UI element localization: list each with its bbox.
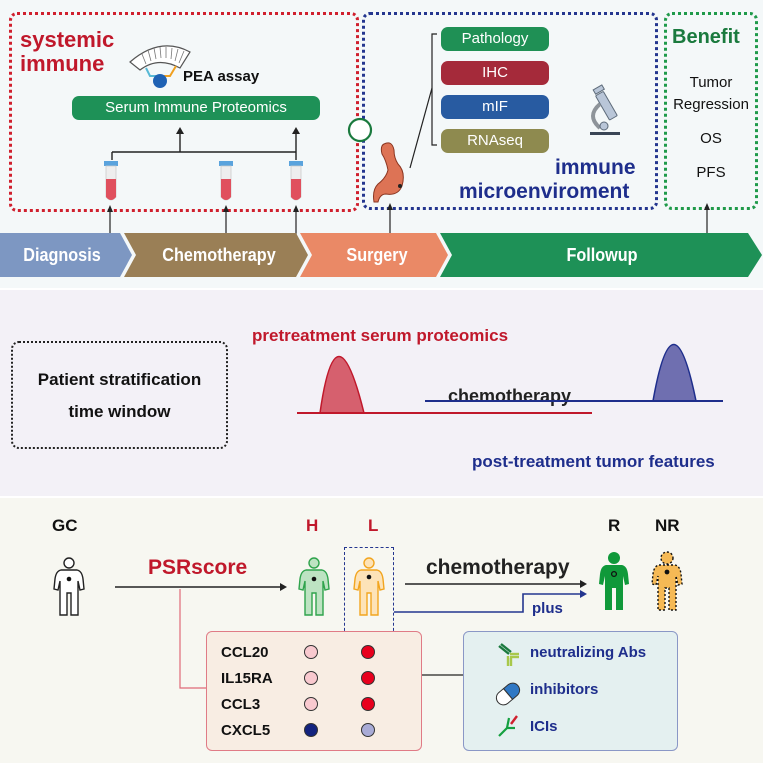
- method-mif: mIF: [441, 95, 549, 119]
- timeline-segment-chemotherapy: [124, 233, 308, 277]
- timeline-segment-surgery: [300, 233, 448, 277]
- antibody-icon: [498, 643, 519, 666]
- methods-bracket: [409, 33, 437, 169]
- timeline-label-diagnosis: Diagnosis: [23, 245, 101, 265]
- posttreatment-label: post-treatment tumor features: [472, 452, 715, 471]
- pretreatment-label: pretreatment serum proteomics: [252, 326, 509, 345]
- therapy-box: [463, 631, 678, 751]
- systemic-title-line2: immune: [20, 51, 105, 76]
- marker-low-dot: [361, 671, 375, 685]
- method-rnaseq: RNAseq: [441, 129, 549, 153]
- microenvironment-title-line1: immune: [555, 156, 636, 179]
- immune-microenvironment-box: [362, 12, 658, 210]
- timeline-label-chemotherapy: Chemotherapy: [162, 245, 276, 265]
- non-responder-patient-icon: [651, 551, 683, 611]
- marker-high-dot: [304, 697, 318, 711]
- responder-patient-icon: [599, 552, 629, 610]
- blood-tube-icon-2: [219, 161, 233, 201]
- marker-low-dot: [361, 723, 375, 737]
- microscope-icon: [590, 84, 620, 135]
- posttreatment-peak: [652, 344, 697, 402]
- timeline-segment-followup: [440, 233, 762, 277]
- benefit-item-os: OS: [700, 130, 722, 147]
- r-label: R: [608, 516, 621, 535]
- pill-icon: [495, 682, 521, 706]
- time-window-curves: [297, 344, 723, 414]
- systemic-title-line1: systemic: [20, 27, 115, 52]
- marker-high-dot: [304, 671, 318, 685]
- therapy-neutralizing-abs: neutralizing Abs: [530, 644, 647, 661]
- gc-patient-icon: [53, 557, 85, 616]
- nr-label: NR: [655, 516, 680, 535]
- timeline-label-surgery: Surgery: [346, 245, 408, 265]
- marker-name: CCL3: [221, 696, 261, 713]
- time-window-panel: [0, 290, 763, 496]
- benefit-box: [664, 12, 758, 210]
- blood-tube-icon-3: [289, 161, 303, 201]
- checkpoint-inhibitor-icon: [498, 715, 518, 737]
- low-score-patient-icon: [353, 557, 385, 616]
- stratification-line2: time window: [68, 402, 171, 421]
- method-pathology: Pathology: [441, 27, 549, 51]
- psrscore-label: PSRscore: [148, 556, 248, 579]
- marker-high-dot: [304, 645, 318, 659]
- systemic-immune-box: [9, 12, 359, 212]
- plus-label: plus: [532, 600, 563, 617]
- therapy-icis: ICIs: [530, 718, 558, 735]
- marker-name: CXCL5: [221, 722, 271, 739]
- pretreatment-peak: [319, 356, 365, 414]
- benefit-item-pfs: PFS: [696, 164, 726, 181]
- l-label: L: [368, 516, 379, 535]
- blood-tube-icon-1: [104, 161, 118, 201]
- timeline-bar: [0, 233, 762, 277]
- marker-name: CCL20: [221, 644, 269, 661]
- microenvironment-title-line2: microenviroment: [459, 180, 630, 203]
- chemo-arrow-label: chemotherapy: [426, 556, 570, 579]
- method-ihc: IHC: [441, 61, 549, 85]
- stomach-icon: [373, 142, 404, 203]
- benefit-item-tumor: Tumor: [689, 74, 733, 91]
- benefit-title: Benefit: [672, 26, 740, 48]
- high-score-patient-icon: [298, 557, 330, 616]
- serum-immune-proteomics-label: Serum Immune Proteomics: [72, 96, 320, 120]
- patient-stratification-box: [11, 341, 228, 449]
- timeline-segment-diagnosis: [0, 233, 132, 277]
- h-label: H: [306, 516, 319, 535]
- marker-low-dot: [361, 697, 375, 711]
- benefit-item-regression: Regression: [673, 96, 749, 113]
- marker-high-dot: [304, 723, 318, 737]
- pea-assay-icon: [129, 45, 191, 88]
- junction-circle-icon: [347, 117, 373, 143]
- timeline-label-followup: Followup: [566, 245, 638, 265]
- gc-label: GC: [52, 516, 78, 535]
- marker-low-dot: [361, 645, 375, 659]
- marker-name: IL15RA: [221, 670, 273, 687]
- stratification-line1: Patient stratification: [37, 370, 202, 389]
- therapy-inhibitors: inhibitors: [530, 681, 599, 698]
- pea-assay-label: PEA assay: [183, 68, 260, 85]
